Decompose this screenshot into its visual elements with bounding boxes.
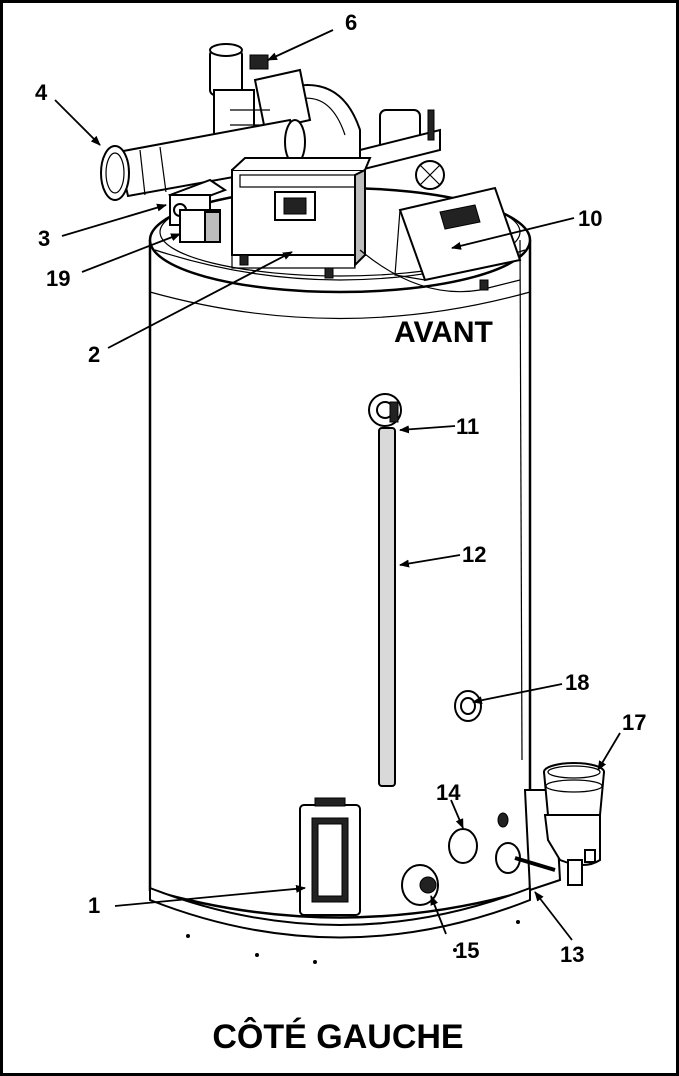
callout-3: 3 — [38, 226, 50, 251]
callout-10: 10 — [578, 206, 602, 231]
port-14 — [448, 828, 478, 864]
drain-valve — [401, 864, 439, 906]
callout-13: 13 — [560, 942, 584, 967]
callout-12: 12 — [462, 542, 486, 567]
junction-box — [167, 178, 228, 243]
front-label: AVANT — [394, 316, 493, 349]
callout-19: 19 — [46, 266, 70, 291]
callout-6: 6 — [345, 10, 357, 35]
display-panel — [394, 109, 522, 282]
condensate-assembly — [495, 762, 605, 892]
callout-18: 18 — [565, 670, 589, 695]
base-screws — [186, 920, 520, 964]
side-label: CÔTÉ GAUCHE — [212, 1017, 463, 1056]
callout-11: 11 — [456, 414, 479, 439]
callout-15: 15 — [455, 938, 479, 963]
port-18 — [454, 690, 482, 722]
access-door — [299, 797, 361, 916]
vent-pipe — [100, 118, 306, 201]
callout-17: 17 — [622, 710, 646, 735]
lid-fasteners — [239, 254, 489, 291]
wire-harness — [359, 249, 521, 293]
leader-lines — [54, 29, 621, 941]
control-box — [231, 157, 372, 269]
side-wire — [519, 239, 523, 761]
callout-2: 2 — [88, 342, 100, 367]
callout-4: 4 — [35, 80, 48, 105]
anode-rod — [368, 393, 402, 787]
callout-14: 14 — [436, 780, 461, 805]
gas-valve — [209, 43, 270, 161]
callout-1: 1 — [88, 893, 100, 918]
